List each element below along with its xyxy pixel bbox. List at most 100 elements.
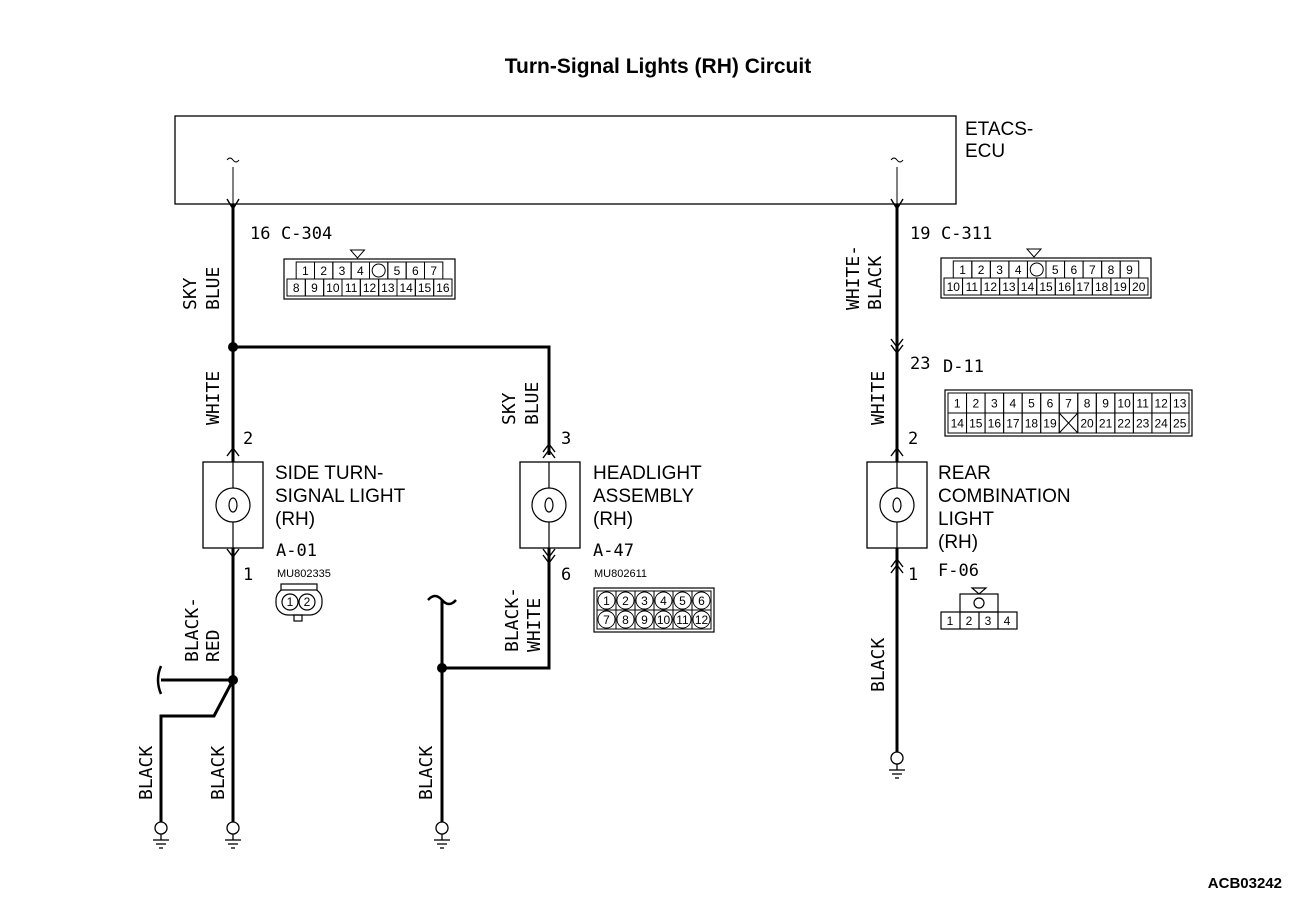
d11-connector-name: D-11 — [943, 357, 984, 377]
c311-pin-label: 4 — [1015, 263, 1022, 277]
splice-point-ground — [228, 675, 238, 685]
wire-label-black-1: BLACK — [136, 746, 157, 800]
splice-point-head-ground — [437, 663, 447, 673]
a47-pin-ring — [673, 610, 692, 629]
d11-pin-label: 15 — [969, 417, 983, 431]
c311-pin-label: 9 — [1126, 263, 1133, 277]
c311-pin-label: 14 — [1021, 280, 1035, 294]
f06-pin-3: 3 — [985, 614, 992, 628]
c311-pin-label: 10 — [947, 280, 961, 294]
rear-light-label-line3: LIGHT — [938, 509, 994, 530]
wire-label-black-2: BLACK — [208, 746, 229, 800]
a47-pin-ring — [692, 591, 711, 610]
f06-pin-4: 4 — [1004, 614, 1011, 628]
headlight-pin-bottom: 6 — [561, 565, 571, 585]
rear-light-label-line2: COMBINATION — [938, 486, 1071, 507]
headlight-top-connector-mark — [542, 442, 556, 459]
f06-pin-2: 2 — [966, 614, 973, 628]
a47-pin-ring — [635, 610, 654, 629]
d11-pin-label: 12 — [1155, 397, 1169, 411]
c311-pin-label: 20 — [1132, 280, 1146, 294]
c304-pin-label: 7 — [430, 264, 437, 278]
rear-light-label-line1: REAR — [938, 463, 991, 484]
a47-pin-ring — [654, 591, 673, 610]
a47-pin-ring — [673, 591, 692, 610]
c311-pin-label: 12 — [984, 280, 998, 294]
headlight-label-line2: ASSEMBLY — [593, 486, 694, 507]
f06-connector-name: F-06 — [938, 561, 979, 581]
c304-pin-label: 11 — [345, 281, 358, 295]
a01-pin-2: 2 — [304, 595, 311, 609]
d11-pin-label: 2 — [972, 397, 979, 411]
bulb-icon — [531, 462, 567, 548]
c311-pin-label: 11 — [966, 280, 979, 294]
wire-label-white-rear: WHITE — [868, 371, 889, 425]
d11-pin-number: 23 — [910, 354, 930, 374]
d11-pin-label: 5 — [1028, 397, 1035, 411]
a47-pin-label: 1 — [603, 594, 610, 608]
c311-key-tab — [1025, 248, 1043, 258]
c311-pin-label: 8 — [1108, 263, 1115, 277]
wire-label-white-dash: WHITE- — [843, 245, 864, 310]
a47-pin-ring — [597, 591, 616, 610]
c304-pin-label: 13 — [381, 281, 395, 295]
wire-label-sky-left: SKY — [180, 277, 201, 310]
d11-pin-label: 9 — [1102, 397, 1109, 411]
c311-connector-name: C-311 — [941, 224, 992, 244]
c304-pin-label: 3 — [339, 264, 346, 278]
figure-code: ACB03242 — [1208, 875, 1282, 892]
headlight-assembly — [519, 461, 581, 549]
wire-black-rear — [890, 548, 904, 752]
c311-pin-number: 19 — [910, 224, 930, 244]
c304-pin-label: 9 — [311, 281, 318, 295]
ground-icon — [434, 821, 450, 849]
d11-pin-label: 11 — [1136, 397, 1149, 411]
d11-pin-label: 13 — [1173, 397, 1187, 411]
c311-pin-label: 13 — [1002, 280, 1016, 294]
wire-label-black-3: BLACK — [416, 746, 437, 800]
c311-pin-label: 15 — [1039, 280, 1053, 294]
wire-sky-blue-left — [226, 198, 240, 347]
a47-pin-label: 9 — [641, 613, 648, 627]
d11-pin-label: 20 — [1080, 417, 1094, 431]
c311-pin-label: 1 — [959, 263, 966, 277]
diagram-title: Turn-Signal Lights (RH) Circuit — [505, 55, 811, 78]
wire-black-white-head — [427, 548, 556, 822]
c304-pin-label: 16 — [436, 281, 450, 295]
d11-pin-label: 8 — [1084, 397, 1091, 411]
a47-pin-label: 7 — [603, 613, 610, 627]
a47-pin-cell — [691, 609, 712, 630]
side-light-label-line1: SIDE TURN- — [275, 463, 383, 484]
c304-pin-label: 2 — [320, 264, 327, 278]
a47-pin-ring — [616, 591, 635, 610]
d11-pin-label: 16 — [988, 417, 1002, 431]
a47-pin-ring — [616, 610, 635, 629]
wire-sky-blue-headlight — [233, 345, 551, 455]
d11-pin-label: 22 — [1117, 417, 1131, 431]
d11-pin-label: 24 — [1155, 417, 1169, 431]
wire-label-blue-left: BLUE — [203, 267, 224, 310]
a47-pin-label: 3 — [641, 594, 648, 608]
a47-pin-ring — [597, 610, 616, 629]
a47-part-number: MU802611 — [594, 568, 647, 580]
d11-pin-label: 3 — [991, 397, 998, 411]
wire-label-black-rear: BLACK — [868, 638, 889, 692]
wire-label-blue-head: BLUE — [522, 382, 543, 425]
a47-connector-name: A-47 — [593, 541, 634, 561]
d11-blank-mark — [1058, 412, 1079, 434]
d11-pin-label: 21 — [1099, 417, 1113, 431]
a01-part-number: MU802335 — [277, 568, 331, 580]
a47-pin-label: 6 — [698, 594, 705, 608]
a47-frame — [593, 587, 715, 633]
a47-pin-label: 2 — [622, 594, 629, 608]
side-light-pin-top: 2 — [243, 429, 253, 449]
d11-pin-label: 10 — [1117, 397, 1131, 411]
a01-connector-name: A-01 — [276, 541, 317, 561]
wire-label-white-side: WHITE — [203, 371, 224, 425]
c304-key-tab — [349, 249, 366, 259]
wire-label-black-dash: BLACK- — [182, 597, 203, 662]
c304-pin-number: 16 — [250, 224, 270, 244]
